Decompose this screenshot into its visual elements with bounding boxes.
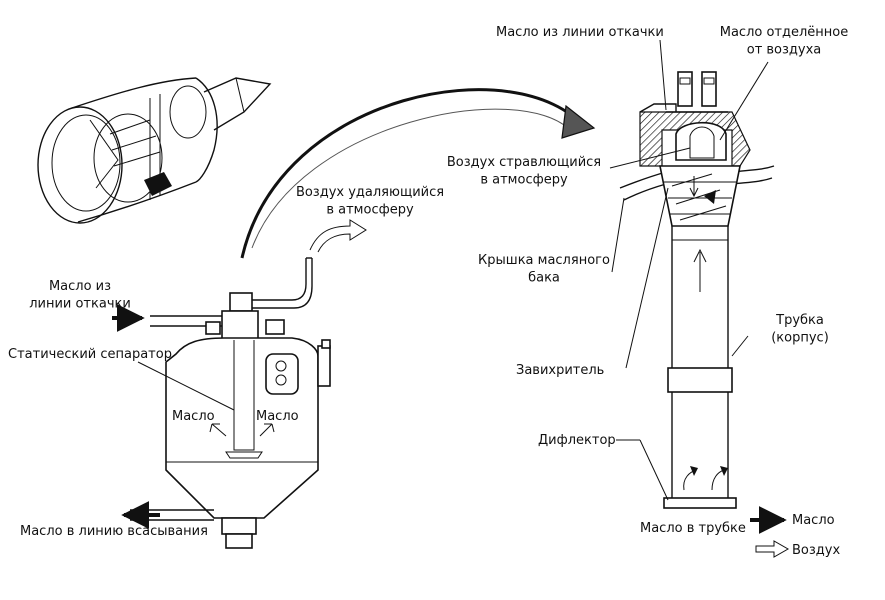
- separator-leader: [137, 361, 235, 411]
- label-oil-right: Масло: [256, 409, 299, 424]
- legend-air-arrow: [755, 540, 790, 558]
- label-line: Крышка масляного: [478, 253, 610, 268]
- label-line: Воздух стравлющийся: [447, 155, 601, 170]
- label-line: Трубка: [775, 313, 824, 328]
- label-oil-in-tube: Масло в трубке: [640, 521, 746, 536]
- legend-oil-label: Масло: [792, 513, 835, 528]
- curved-flow-arrow: [240, 88, 596, 259]
- label-tube: Трубка (корпус): [771, 313, 829, 346]
- label-air-vented-left: Воздух удаляющийся в атмосферу: [296, 185, 444, 218]
- label-line: в атмосферу: [480, 173, 568, 188]
- label-oil-from-scavenge-left: Масло из линии откачки: [29, 279, 131, 312]
- engine-sketch: [37, 77, 272, 224]
- oil-tank-cap-assembly: [619, 71, 775, 509]
- label-line: линии откачки: [29, 297, 131, 312]
- label-line: Масло отделённое: [720, 25, 849, 40]
- label-oil-left: Масло: [172, 409, 215, 424]
- legend-air-label: Воздух: [792, 543, 840, 558]
- label-line: в атмосферу: [326, 203, 414, 218]
- label-oil-to-suction: Масло в линию всасывания: [20, 524, 208, 539]
- air-vent-arrow-left: [309, 219, 367, 253]
- label-swirler: Завихритель: [516, 363, 604, 378]
- label-line: Масло из: [49, 279, 111, 294]
- static-separator-device: [130, 257, 331, 549]
- label-static-separator: Статический сепаратор: [8, 347, 172, 362]
- label-air-vented-right: Воздух стравлющийся в атмосферу: [447, 155, 601, 188]
- right-leader-lines: [609, 39, 769, 501]
- label-line: (корпус): [771, 331, 829, 346]
- label-line: Воздух удаляющийся: [296, 185, 444, 200]
- label-oil-separated: Масло отделённое от воздуха: [720, 25, 849, 58]
- label-line: от воздуха: [747, 43, 822, 58]
- label-line: бака: [528, 271, 560, 286]
- label-tank-cap: Крышка масляного бака: [478, 253, 610, 286]
- label-oil-from-scavenge-right: Масло из линии откачки: [496, 25, 664, 40]
- label-deflector: Дифлектор: [538, 433, 616, 448]
